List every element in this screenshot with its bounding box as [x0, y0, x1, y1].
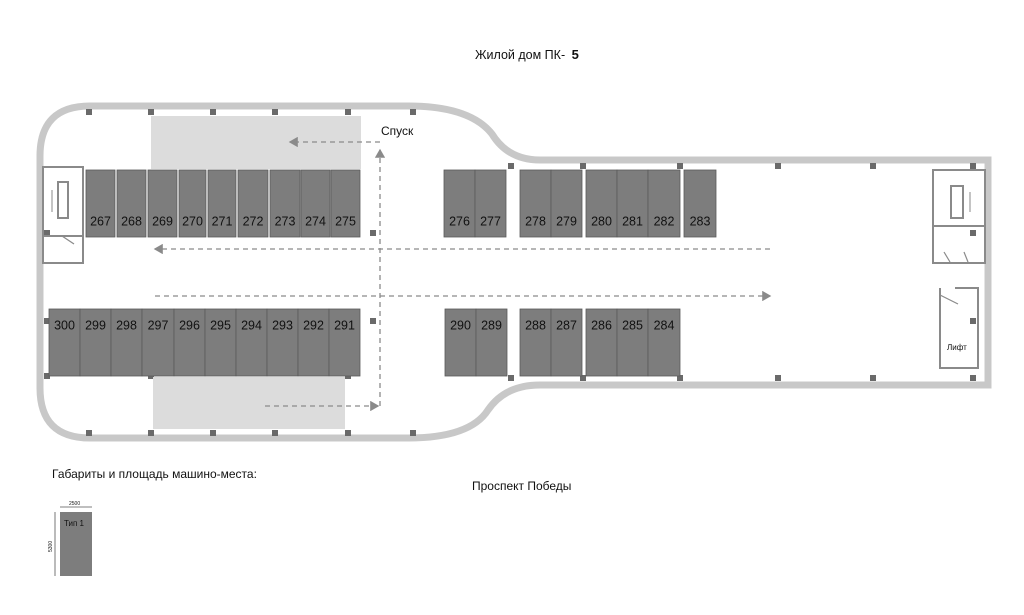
traffic-arrows — [153, 136, 772, 412]
parking-spot-288[interactable] — [519, 308, 552, 377]
legend-type-label: Тип 1 — [64, 519, 85, 528]
parking-spot-number-298: 298 — [116, 318, 137, 332]
parking-spot-291[interactable] — [328, 308, 361, 377]
parking-spot-number-281: 281 — [622, 214, 643, 228]
parking-spot-272[interactable] — [237, 169, 269, 238]
parking-spot-number-300: 300 — [54, 318, 75, 332]
legend-length-label: 5300 — [48, 541, 54, 552]
legend-spot — [60, 512, 92, 576]
parking-spot-number-270: 270 — [182, 214, 203, 228]
lift-label: Лифт — [947, 343, 967, 352]
stairwell-left — [42, 166, 84, 264]
parking-row-top: 267 268 269 270 271 272 273 274 275 276 277 278 279 2… — [85, 169, 717, 238]
parking-spot-number-272: 272 — [243, 214, 264, 228]
parking-spot-number-273: 273 — [275, 214, 296, 228]
parking-spot-number-299: 299 — [85, 318, 106, 332]
parking-spot-number-280: 280 — [591, 214, 612, 228]
parking-spot-number-285: 285 — [622, 318, 643, 332]
parking-spot-294[interactable] — [235, 308, 268, 377]
parking-spot-number-287: 287 — [556, 318, 577, 332]
parking-spot-number-278: 278 — [525, 214, 546, 228]
legend-sample — [54, 506, 92, 576]
parking-spot-299[interactable] — [79, 308, 112, 377]
plan-title: Жилой дом ПК- 5 — [475, 47, 579, 62]
parking-spot-number-276: 276 — [449, 214, 470, 228]
parking-spot-number-283: 283 — [690, 214, 711, 228]
parking-spot-280[interactable] — [585, 169, 618, 238]
columns — [44, 109, 976, 436]
parking-spot-number-288: 288 — [525, 318, 546, 332]
parking-spot-number-286: 286 — [591, 318, 612, 332]
parking-spot-285[interactable] — [616, 308, 649, 377]
parking-spot-275[interactable] — [330, 169, 361, 238]
parking-spot-274[interactable] — [300, 169, 331, 238]
parking-spot-289[interactable] — [475, 308, 508, 377]
parking-spot-284[interactable] — [647, 308, 681, 377]
parking-spot-287[interactable] — [550, 308, 583, 377]
parking-spot-number-293: 293 — [272, 318, 293, 332]
parking-spot-300[interactable] — [48, 308, 81, 377]
parking-spot-number-297: 297 — [148, 318, 169, 332]
parking-spot-270[interactable] — [178, 169, 207, 238]
parking-spot-273[interactable] — [269, 169, 301, 238]
plan-title-text: Жилой дом ПК- — [475, 48, 566, 62]
parking-spot-number-268: 268 — [121, 214, 142, 228]
parking-spot-number-291: 291 — [334, 318, 355, 332]
parking-spot-290[interactable] — [444, 308, 477, 377]
parking-spot-number-290: 290 — [450, 318, 471, 332]
parking-spot-number-294: 294 — [241, 318, 262, 332]
plan-title-number: 5 — [571, 47, 579, 62]
parking-spot-267[interactable] — [85, 169, 116, 238]
parking-spot-269[interactable] — [147, 169, 178, 238]
parking-spot-number-296: 296 — [179, 318, 200, 332]
parking-spot-271[interactable] — [207, 169, 237, 238]
parking-spot-292[interactable] — [297, 308, 330, 377]
parking-spot-number-289: 289 — [481, 318, 502, 332]
parking-spot-296[interactable] — [173, 308, 206, 377]
ramp-bottom — [153, 377, 345, 429]
parking-spot-278[interactable] — [519, 169, 552, 238]
parking-spot-number-282: 282 — [654, 214, 675, 228]
parking-spot-number-295: 295 — [210, 318, 231, 332]
legend-width-label: 2500 — [69, 501, 80, 507]
parking-spot-277[interactable] — [474, 169, 507, 238]
parking-spot-number-271: 271 — [212, 214, 233, 228]
parking-spot-number-284: 284 — [654, 318, 675, 332]
parking-spot-number-279: 279 — [556, 214, 577, 228]
parking-spot-297[interactable] — [141, 308, 175, 377]
parking-spot-number-267: 267 — [90, 214, 111, 228]
parking-row-bottom: 300 299 298 297 296 295 294 293 292 291 290 289 288 2… — [48, 308, 681, 377]
descent-label: Спуск — [381, 124, 414, 138]
parking-spot-number-292: 292 — [303, 318, 324, 332]
parking-spot-268[interactable] — [116, 169, 147, 238]
street-label: Проспект Победы — [472, 479, 572, 493]
parking-spot-281[interactable] — [616, 169, 649, 238]
parking-spot-279[interactable] — [550, 169, 583, 238]
parking-spot-number-274: 274 — [305, 214, 326, 228]
parking-spot-276[interactable] — [443, 169, 476, 238]
parking-spot-286[interactable] — [585, 308, 618, 377]
legend-title: Габариты и площадь машино-места: — [52, 467, 257, 481]
parking-spot-298[interactable] — [110, 308, 143, 377]
parking-spot-number-269: 269 — [152, 214, 173, 228]
stairwell-right — [932, 169, 986, 264]
parking-spot-number-275: 275 — [335, 214, 356, 228]
parking-spot-283[interactable] — [683, 169, 717, 238]
parking-spot-282[interactable] — [647, 169, 681, 238]
outer-wall — [36, 102, 992, 442]
parking-spot-number-277: 277 — [480, 214, 501, 228]
ramp-top — [151, 116, 361, 169]
lift-shaft — [939, 287, 979, 369]
parking-spot-295[interactable] — [204, 308, 237, 377]
